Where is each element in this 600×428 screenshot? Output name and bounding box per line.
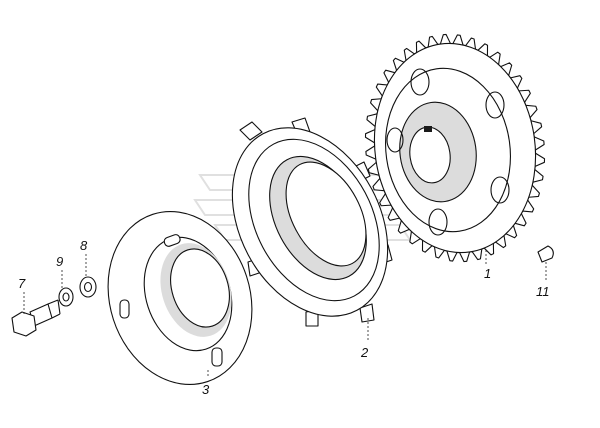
thrust-flange-part [107,211,253,385]
flat-washer-part [79,276,97,298]
hub-ring-part [231,117,393,327]
gear-part [364,33,546,263]
hub-ring-inner-edge [248,138,380,302]
callout-labels: 1 2 3 7 8 9 11 [18,238,550,397]
flange-slots [119,234,223,367]
bolt-part [11,299,61,337]
callout-washer-spring: 9 [56,254,63,269]
callout-hub-ring: 2 [360,345,369,360]
callout-bolt: 7 [18,276,26,291]
gear-hub [399,101,477,203]
flange-bore [170,248,230,328]
gear-keyway [424,126,432,132]
gear-lightening-holes [386,68,510,236]
leader-lines [23,250,547,378]
woodruff-key-part [537,245,554,263]
callout-woodruff-key: 11 [536,284,550,299]
callout-washer-flat: 8 [80,238,88,253]
callout-gear: 1 [484,266,491,281]
spring-washer-part [58,287,74,307]
hub-ring-bore-far [285,161,367,267]
bolt-head [11,311,37,337]
callout-thrust-flange: 3 [202,382,210,397]
gear-web-outer [385,67,511,233]
